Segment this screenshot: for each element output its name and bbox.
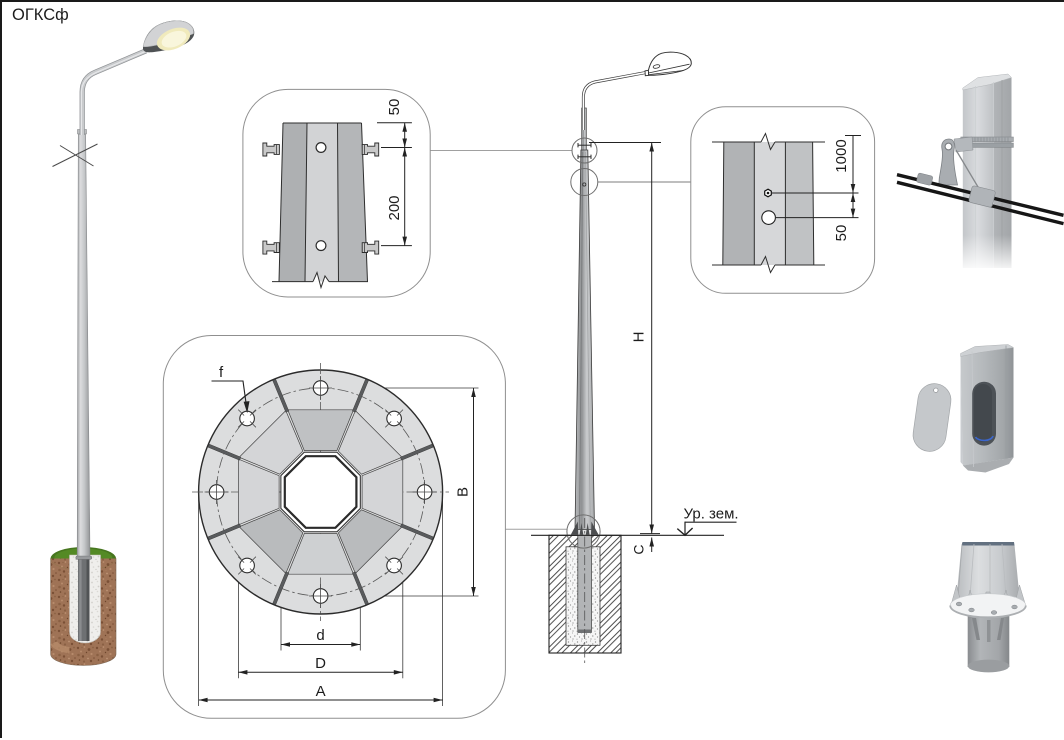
svg-text:f: f [219,364,224,381]
svg-text:50: 50 [386,99,403,116]
svg-text:Ур. зем.: Ур. зем. [684,506,739,523]
svg-text:H: H [631,332,648,343]
svg-text:B: B [455,487,472,497]
svg-text:1000: 1000 [833,139,850,172]
svg-text:C: C [631,544,647,554]
svg-text:A: A [316,683,326,700]
svg-text:50: 50 [833,225,850,242]
svg-text:d: d [316,627,324,644]
svg-text:D: D [315,655,326,672]
svg-text:200: 200 [386,195,403,220]
svg-text:ОГКСф: ОГКСф [12,6,69,24]
